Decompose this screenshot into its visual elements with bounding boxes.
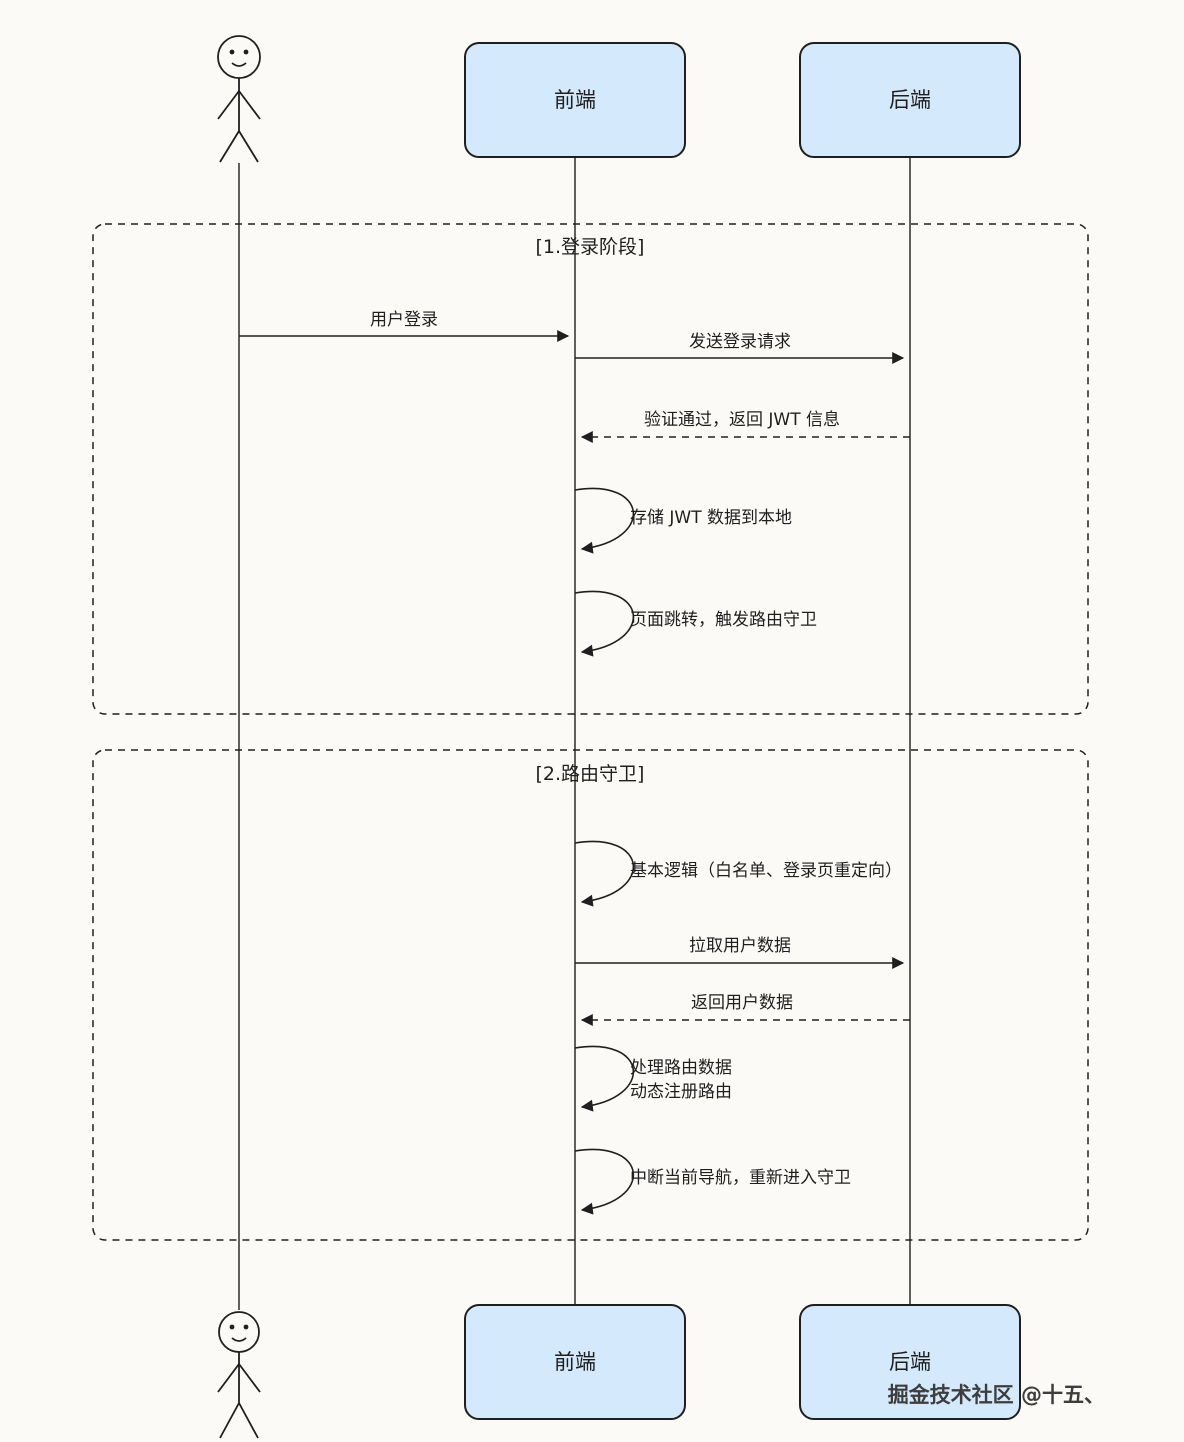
watermark-text: 掘金技术社区 @十五、 (888, 1383, 1105, 1407)
user-actor-bottom (217, 1311, 261, 1439)
actor-eye-right (243, 1324, 249, 1330)
backend-participant-top: 后端 (799, 42, 1021, 158)
actor-leg-right (238, 1402, 259, 1439)
message-process-routes-label-line2: 动态注册路由 (630, 1082, 732, 1102)
actor-leg-left (219, 130, 240, 163)
message-return-user-data-label: 返回用户数据 (691, 993, 793, 1013)
message-return-jwt-label: 验证通过，返回 JWT 信息 (644, 410, 840, 430)
backend-box-bottom (799, 1304, 1021, 1420)
self-loop-basic-logic (574, 840, 635, 907)
message-fetch-user-data-label: 拉取用户数据 (689, 936, 791, 956)
actor-arm-left (217, 1363, 240, 1393)
frontend-box-bottom (464, 1304, 686, 1420)
actor-eye-right (243, 49, 249, 55)
backend-participant-bottom: 后端 (799, 1304, 1021, 1420)
phase-1-label: [1.登录阶段] (536, 236, 645, 258)
message-page-redirect-label: 页面跳转，触发路由守卫 (630, 610, 817, 630)
actor-eye-left (229, 1324, 235, 1330)
phase-2-label: [2.路由守卫] (536, 763, 645, 785)
backend-label: 后端 (889, 88, 931, 112)
self-loop-page-redirect (574, 590, 635, 657)
actor-arm-right (238, 90, 261, 120)
frontend-participant-top: 前端 (464, 42, 686, 158)
actor-arm-left (217, 90, 240, 120)
actor-eye-left (229, 49, 235, 55)
user-actor-top (217, 35, 261, 163)
actor-smile (231, 62, 247, 67)
actor-head (217, 35, 261, 79)
phase-1-frame (92, 223, 1089, 715)
actor-leg-right (238, 130, 259, 163)
self-loop-store-jwt (574, 487, 635, 554)
message-send-login-label: 发送登录请求 (689, 332, 791, 352)
frontend-participant-bottom: 前端 (464, 1304, 686, 1420)
backend-box (799, 42, 1021, 158)
self-loop-process-routes (574, 1045, 635, 1112)
actor-smile (231, 1337, 247, 1342)
backend-label-bottom: 后端 (889, 1350, 931, 1374)
message-interrupt-navigation-label: 中断当前导航，重新进入守卫 (630, 1168, 851, 1188)
frontend-label: 前端 (554, 88, 596, 112)
phase-2-frame (92, 749, 1089, 1241)
message-store-jwt-label: 存储 JWT 数据到本地 (630, 508, 792, 528)
message-user-login-label: 用户登录 (370, 310, 438, 330)
actor-leg-left (219, 1402, 240, 1439)
actor-arm-right (238, 1363, 261, 1393)
self-loop-interrupt-navigation (574, 1148, 635, 1215)
frontend-box (464, 42, 686, 158)
actor-head (218, 1311, 260, 1353)
message-process-routes-label-line1: 处理路由数据 (630, 1058, 732, 1078)
message-basic-logic-label: 基本逻辑（白名单、登录页重定向） (630, 861, 902, 881)
frontend-label-bottom: 前端 (554, 1350, 596, 1374)
